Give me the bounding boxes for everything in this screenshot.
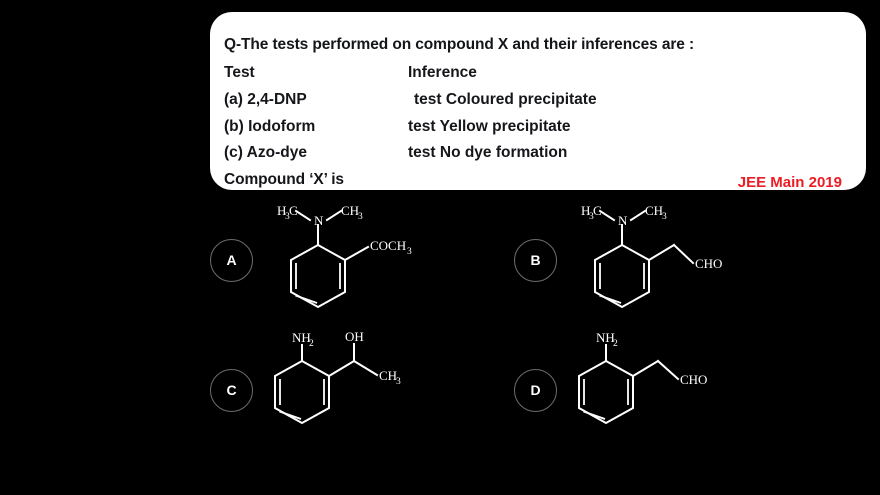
inference-label-a: test Coloured precipitate xyxy=(414,91,597,108)
atom-label-coch3-sub: 3 xyxy=(407,247,412,257)
option-d-circle[interactable] xyxy=(514,369,557,412)
atom-label-ch3-right: CH xyxy=(341,203,359,218)
option-d-letter: D xyxy=(530,382,541,398)
column-header-test: Test xyxy=(224,64,255,81)
atom-label-n: N xyxy=(314,213,324,228)
inference-label-b: test Yellow precipitate xyxy=(408,118,571,135)
atom-label-n: N xyxy=(618,213,628,228)
structure-b: H 3 C N CH 3 CHO xyxy=(559,200,759,325)
atom-label-h-sub: 3 xyxy=(589,212,594,222)
option-a-circle[interactable] xyxy=(210,239,253,282)
structure-d: NH 2 CHO xyxy=(559,330,779,455)
atom-label-ch3-right-sub: 3 xyxy=(358,212,363,222)
atom-label-ch3-right-sub: 3 xyxy=(662,212,667,222)
compound-prompt: Compound ‘X’ is xyxy=(224,171,344,188)
table-row: (c) Azo-dye test No dye formation xyxy=(224,144,856,166)
inference-label-c: test No dye formation xyxy=(408,144,568,161)
option-a-letter: A xyxy=(226,252,237,268)
option-b-letter: B xyxy=(530,252,541,268)
question-card: Q-The tests performed on compound X and … xyxy=(210,12,866,191)
atom-label-oh: OH xyxy=(345,330,364,344)
structure-a: H 3 C N CH 3 COCH 3 xyxy=(255,200,455,325)
atom-label-cho: CHO xyxy=(695,256,722,271)
atom-label-nh2-sub: 2 xyxy=(309,339,314,349)
atom-label-h: H xyxy=(581,203,590,218)
structure-c: NH 2 OH CH 3 xyxy=(255,330,455,455)
test-label-c: (c) Azo-dye xyxy=(224,144,307,161)
atom-label-ch3: CH xyxy=(379,368,397,383)
test-label-a: (a) 2,4-DNP xyxy=(224,91,307,108)
option-b-circle[interactable] xyxy=(514,239,557,282)
atom-label-nh2-sub: 2 xyxy=(613,339,618,349)
question-card-content: Q-The tests performed on compound X and … xyxy=(224,24,856,191)
question-text: Q-The tests performed on compound X and … xyxy=(224,36,695,53)
atom-label-nh2: NH xyxy=(292,330,311,345)
atom-label-c: C xyxy=(593,203,602,218)
column-header-inference: Inference xyxy=(408,64,477,81)
table-header-row: Test Inference xyxy=(224,64,856,86)
test-label-b: (b) Iodoform xyxy=(224,118,316,135)
atom-label-nh2: NH xyxy=(596,330,615,345)
option-c-circle[interactable] xyxy=(210,369,253,412)
atom-label-ch3-sub: 3 xyxy=(396,377,401,387)
atom-label-ch3-right: CH xyxy=(645,203,663,218)
atom-label-cho: CHO xyxy=(680,372,707,387)
atom-label-h: H xyxy=(277,203,286,218)
option-c-letter: C xyxy=(226,382,237,398)
atom-label-c: C xyxy=(289,203,298,218)
atom-label-coch3: COCH xyxy=(370,238,406,253)
table-row: (a) 2,4-DNP test Coloured precipitate xyxy=(224,91,856,113)
table-row: (b) Iodoform test Yellow precipitate xyxy=(224,118,856,140)
exam-source-label: JEE Main 2019 xyxy=(737,174,842,191)
atom-label-h-sub: 3 xyxy=(285,212,290,222)
